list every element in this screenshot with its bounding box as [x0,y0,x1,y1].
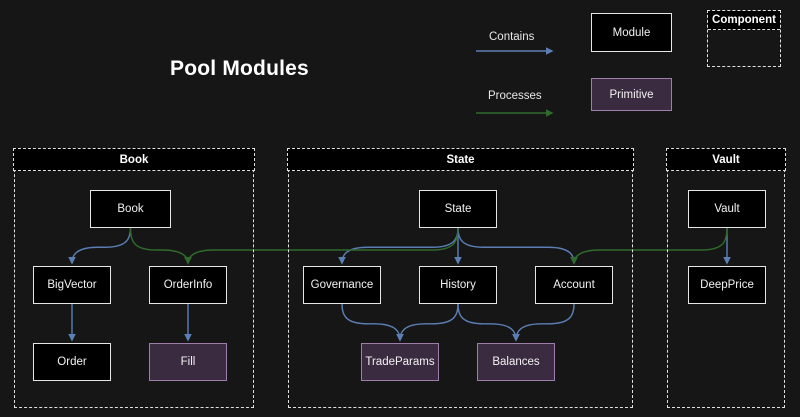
group-label-vault: Vault [666,148,785,171]
legend-component-box: Component [707,10,781,67]
node-account[interactable]: Account [535,266,613,304]
node-orderinfo[interactable]: OrderInfo [149,266,227,304]
node-deepprice[interactable]: DeepPrice [688,266,766,304]
node-vault[interactable]: Vault [688,190,766,228]
group-label-book: Book [13,148,254,171]
node-history[interactable]: History [419,266,497,304]
node-bigvector[interactable]: BigVector [33,266,111,304]
legend-primitive-box: Primitive [591,78,672,111]
node-order[interactable]: Order [33,343,111,381]
group-label-state: State [287,148,633,171]
legend-contains-label: Contains [489,31,534,43]
page-title: Pool Modules [170,57,309,81]
legend-component-label: Component [708,11,780,30]
node-fill[interactable]: Fill [149,343,227,381]
node-state[interactable]: State [419,190,497,228]
legend-module-box: Module [591,13,672,52]
node-balances[interactable]: Balances [477,343,555,381]
node-governance[interactable]: Governance [303,266,381,304]
legend-processes-label: Processes [488,90,542,102]
node-tradeparams[interactable]: TradeParams [361,343,439,381]
node-book[interactable]: Book [90,190,171,228]
